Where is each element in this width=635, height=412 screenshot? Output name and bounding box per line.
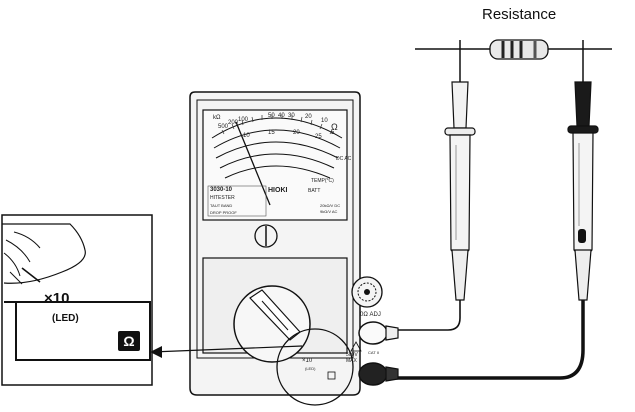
scale-number: 100 [238, 117, 249, 123]
resistor-icon [489, 39, 549, 60]
spec-dc: 20kΩ/V DC [320, 203, 341, 208]
taut-band-label: TAUT BAND [210, 203, 233, 208]
jack-common[interactable] [358, 362, 399, 386]
meter-needle [235, 121, 271, 206]
batt-label: BATT [308, 188, 321, 194]
dial-x10-label: ×10 [302, 358, 313, 364]
multimeter-body [189, 91, 399, 406]
jack-positive[interactable] [358, 321, 399, 345]
scale-number: 20 [293, 130, 300, 136]
resistance-label: Resistance [482, 6, 557, 23]
scale-number: 10 [321, 118, 328, 124]
max-label: MAX [346, 358, 357, 364]
temp-label: TEMP(°C) [311, 178, 334, 184]
scale-number: 30 [288, 113, 295, 119]
meter-ohm-unit: Ω [331, 122, 338, 132]
cat-label: CAT II [368, 350, 379, 355]
meter-kohm-label: kΩ [213, 115, 221, 121]
scale-number: 10 [243, 133, 250, 139]
zoom-x10-label: ×10 [44, 290, 70, 307]
scale-number: 25 [315, 134, 322, 140]
scale-number: 15 [268, 130, 275, 136]
scale-number: 40 [278, 113, 285, 119]
zoom-led-label: (LED) [52, 313, 79, 324]
probe-black [392, 40, 599, 380]
scale-number: 20 [305, 114, 312, 120]
dial-led-label: (LED) [305, 366, 316, 371]
model-number: 3030-10 [210, 187, 233, 193]
drop-proof-label: DROP PROOF [210, 210, 237, 215]
ohm-range-badge: Ω [118, 331, 140, 351]
scale-number: 200 [228, 120, 239, 126]
dc-ac-label: DC AC [336, 156, 352, 162]
probe-red [392, 40, 476, 331]
spec-ac: 9kΩ/V AC [320, 209, 338, 214]
magnifier-circle [276, 328, 354, 406]
scale-number: 50 [268, 113, 275, 119]
scale-number: 5 [331, 130, 335, 136]
zoom-callout [1, 214, 303, 386]
zero-adj-label: 0Ω ADJ [360, 312, 381, 318]
brand-logo: HIOKI [268, 187, 288, 194]
scale-number: 500 [218, 124, 229, 130]
rotary-dial[interactable] [233, 285, 311, 363]
resistor-assembly [415, 39, 612, 60]
model-name: HITESTER [210, 195, 235, 201]
max-voltage-label: 500V [346, 352, 358, 358]
